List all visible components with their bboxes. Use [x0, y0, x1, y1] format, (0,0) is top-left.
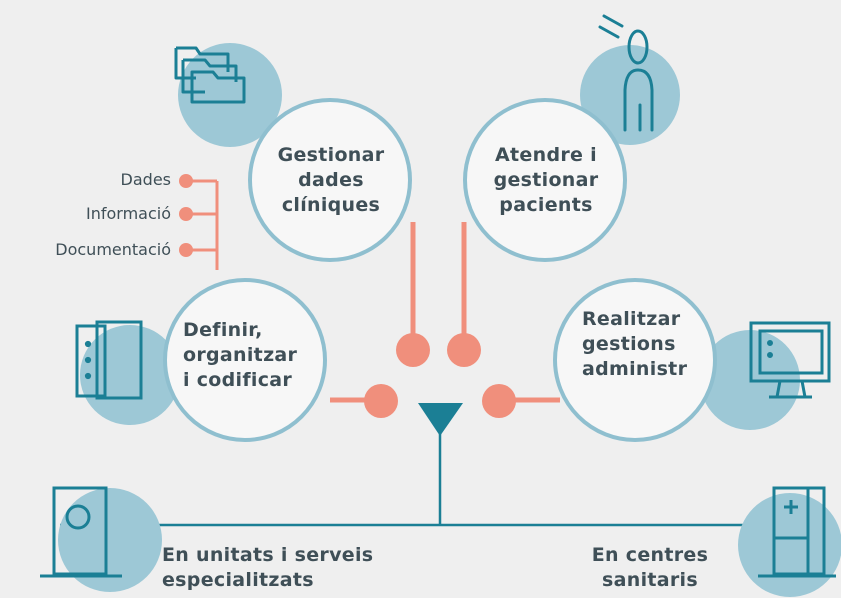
coral-dots — [179, 174, 516, 418]
teal-connectors — [60, 420, 790, 527]
node-label-codificar: Definir, organitzar i codificar — [183, 319, 298, 391]
circle-codificar — [163, 278, 327, 442]
cabinet-icon — [75, 320, 143, 400]
door-icon — [40, 486, 122, 578]
circle-pacients — [463, 98, 627, 262]
node-label-administratives: Realitzar gestions administr — [582, 308, 688, 380]
circle-dades — [248, 98, 412, 262]
dot-side-2 — [179, 207, 193, 221]
dot-dades — [396, 333, 430, 367]
dot-side-1 — [179, 174, 193, 188]
blob-door — [58, 488, 162, 592]
person-icon — [598, 14, 654, 132]
node-label-dades: Gestionar dades clíniques — [277, 144, 385, 216]
side-item-documentacio: Documentació — [55, 240, 171, 259]
side-item-informacio: Informació — [86, 204, 171, 223]
monitor-icon — [749, 321, 831, 399]
node-label-pacients: Atendre i gestionar pacients — [493, 144, 599, 216]
hospital-icon — [758, 486, 836, 578]
side-item-dades: Dades — [120, 170, 171, 189]
funnel-icon — [418, 403, 463, 436]
bottom-label-centres: En centres sanitaris — [591, 544, 709, 591]
dot-side-3 — [179, 243, 193, 257]
blob-hospital — [738, 493, 841, 597]
bottom-label-unitats: En unitats i serveis especialitzats — [162, 544, 374, 591]
dot-pacients — [447, 333, 481, 367]
blob-folder — [178, 43, 282, 147]
dot-administratives — [482, 384, 516, 418]
side-list-lines — [186, 179, 219, 270]
dot-codificar — [364, 384, 398, 418]
main-circles — [163, 98, 717, 442]
folder-icon — [174, 46, 246, 104]
blob-person — [580, 45, 680, 145]
circle-administratives — [553, 278, 717, 442]
